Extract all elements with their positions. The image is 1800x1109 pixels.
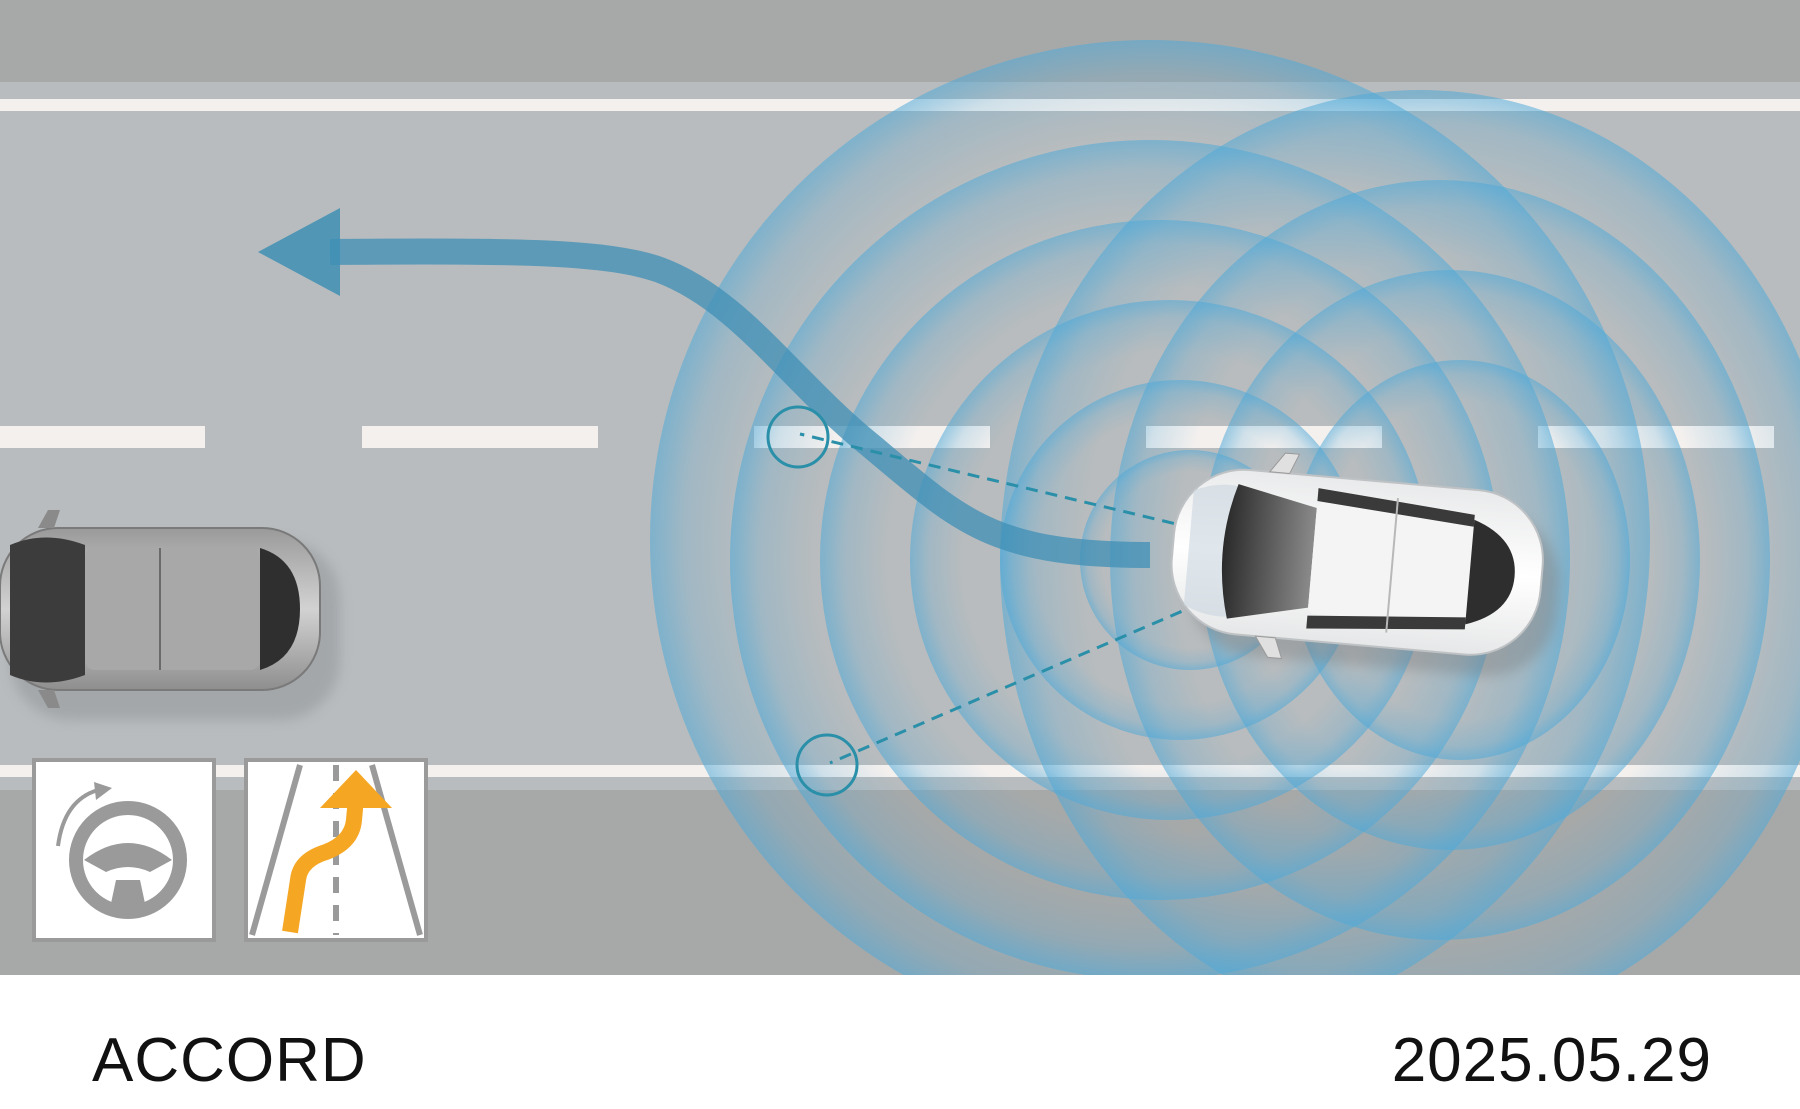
road-shoulder-top [0, 0, 1800, 82]
lane-change-icon [244, 758, 428, 942]
lane-detection-target-upper [766, 405, 830, 469]
ego-vehicle [1170, 452, 1560, 677]
steering-assist-icon [32, 758, 216, 942]
lane-detection-target-lower [795, 733, 859, 797]
driving-assist-scene [0, 0, 1800, 975]
lane-change-path-arrow [258, 208, 1151, 568]
date-caption: 2025.05.29 [1391, 1026, 1712, 1095]
other-vehicle [0, 510, 340, 720]
model-name-caption: ACCORD [92, 1026, 367, 1095]
